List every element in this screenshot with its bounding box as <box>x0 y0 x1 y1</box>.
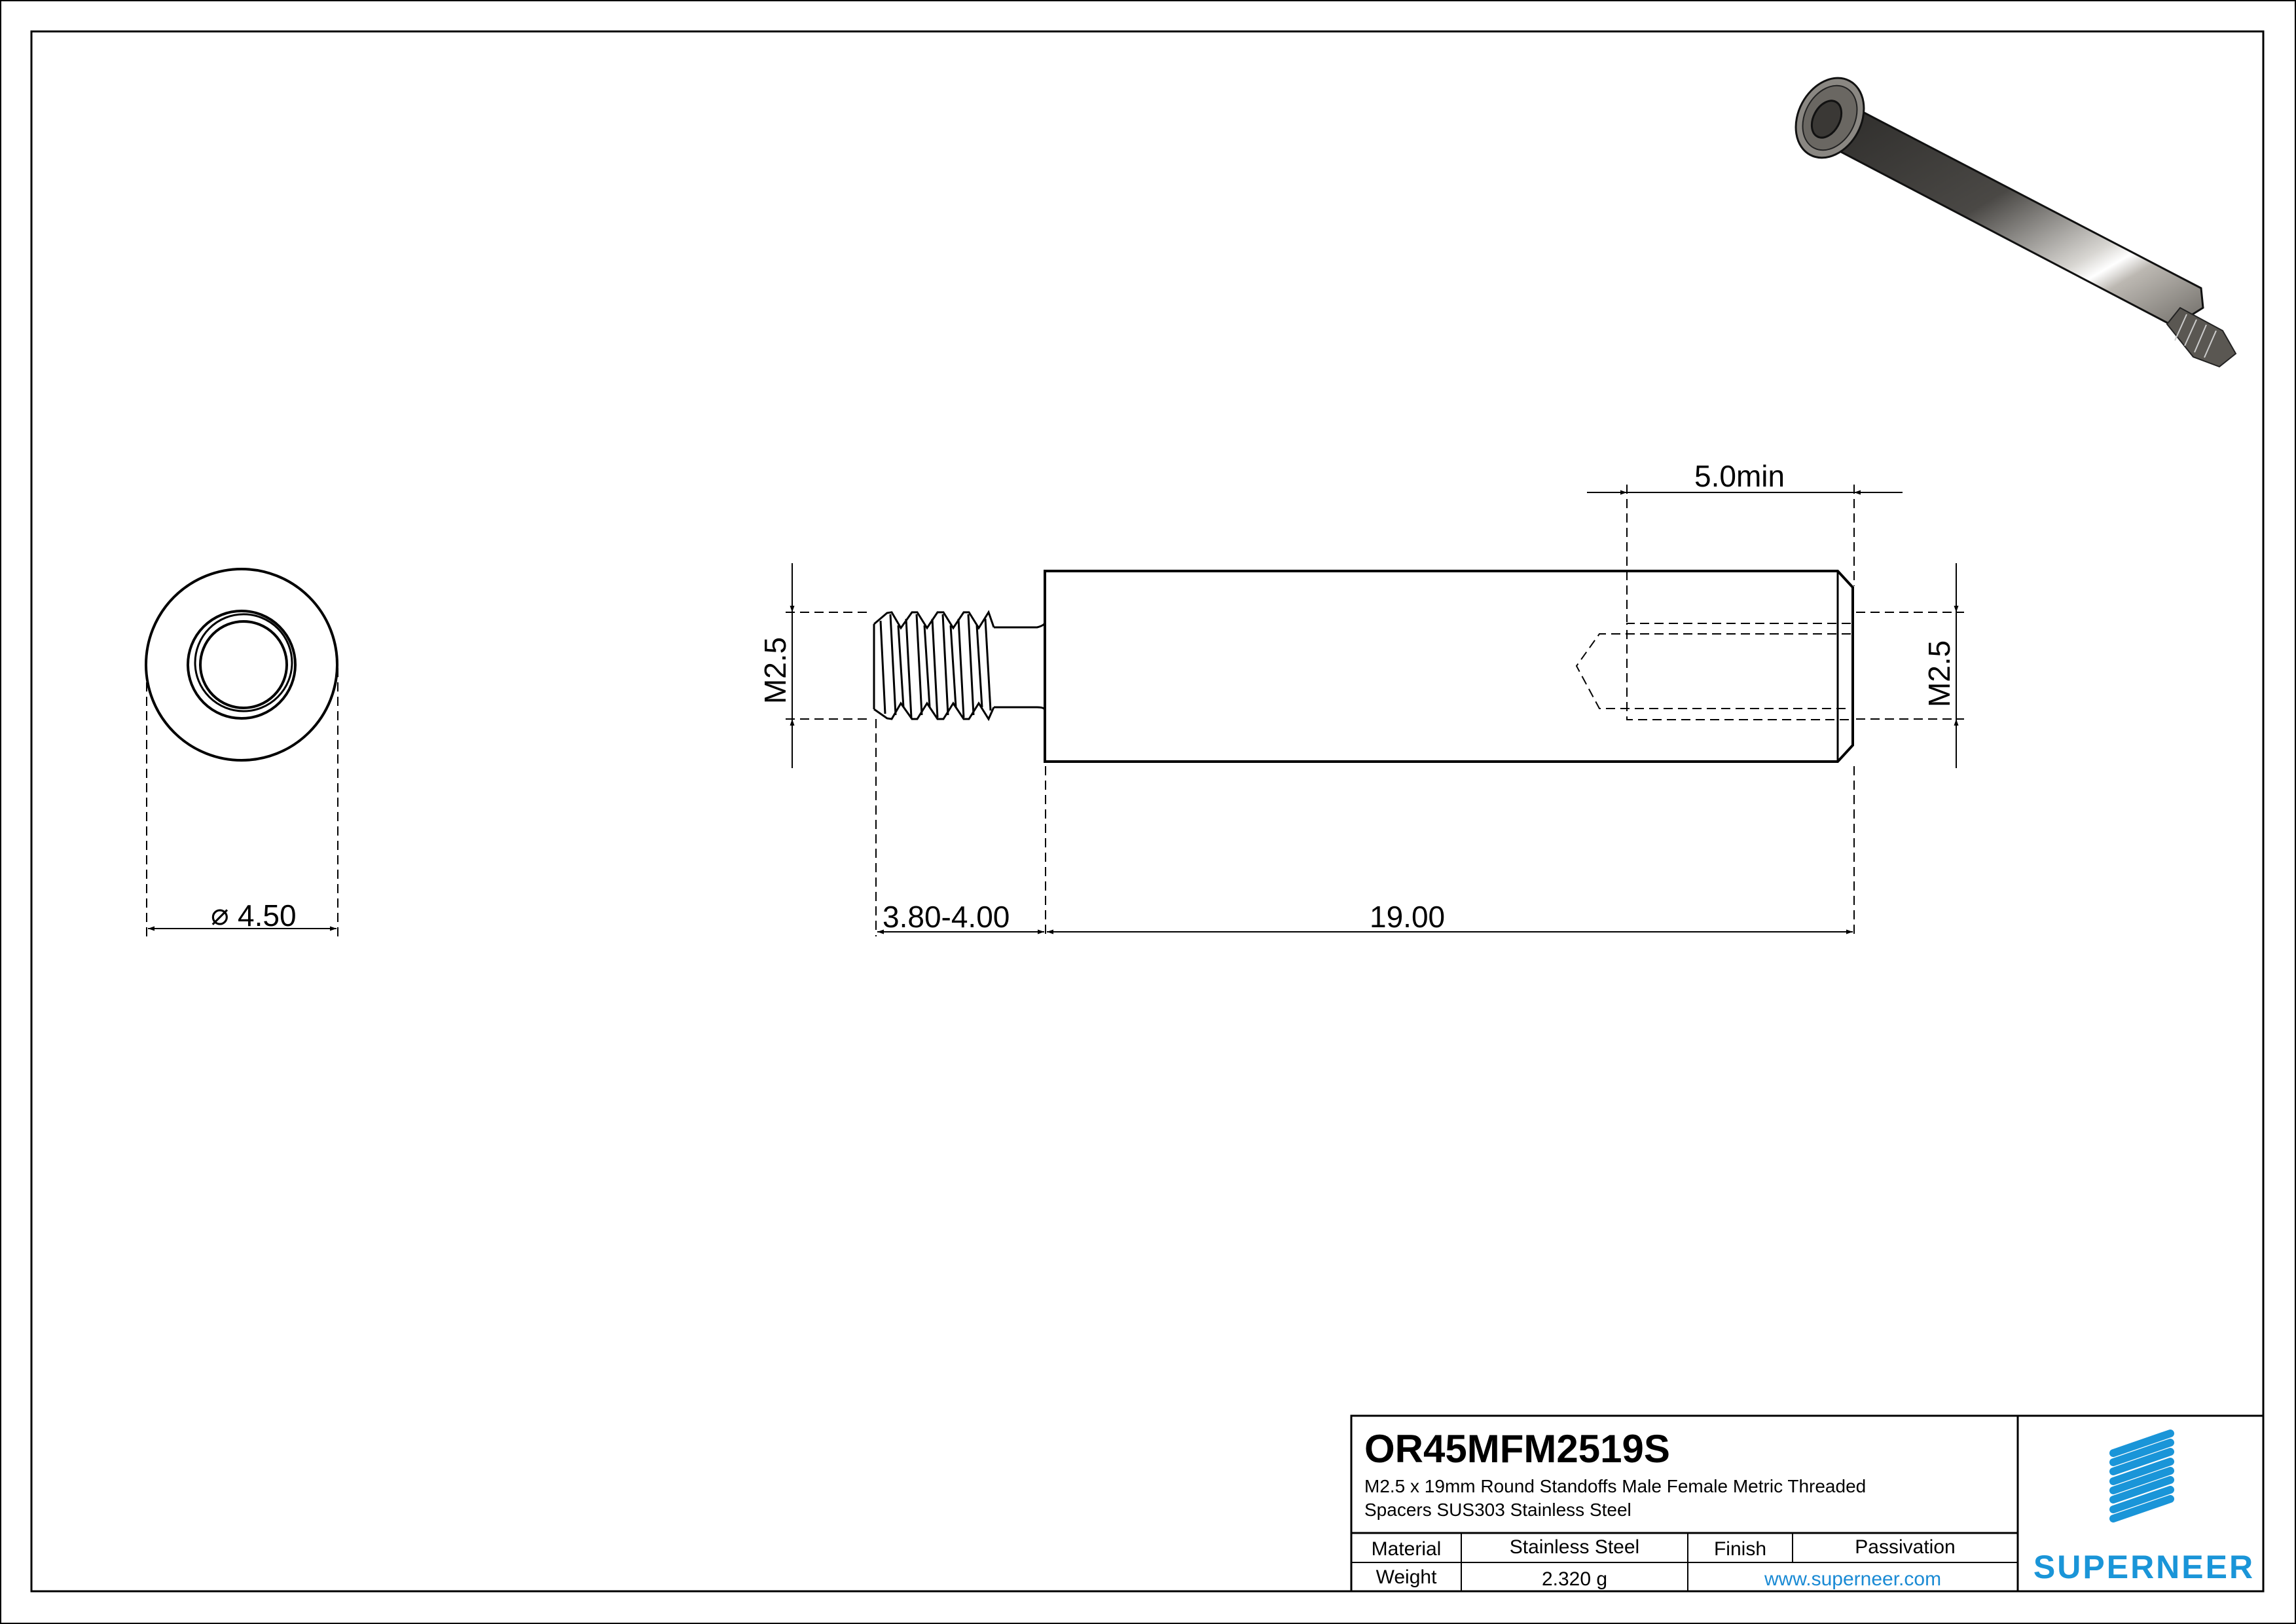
title-block <box>1350 1414 2265 1593</box>
thread-length-dimension: 3.80-4.00 <box>883 900 1010 934</box>
brand-name: SUPERNEER <box>2033 1549 2255 1585</box>
superneer-logo-icon <box>2109 1430 2174 1522</box>
drawing-frame <box>30 30 2265 1593</box>
diameter-dimension: 4.50 <box>238 898 297 932</box>
thread-depth-dimension: 5.0min <box>1694 459 1785 493</box>
end-view <box>145 568 338 936</box>
part-description: M2.5 x 19mm Round Standoffs Male Female … <box>1364 1475 2006 1522</box>
side-view <box>786 485 1964 936</box>
iso-view-render <box>1795 77 2237 368</box>
weight-label: Weight <box>1376 1566 1437 1588</box>
material-value: Stainless Steel <box>1509 1536 1640 1558</box>
body-length-dimension: 19.00 <box>1370 900 1445 934</box>
description-line-1: M2.5 x 19mm Round Standoffs Male Female … <box>1364 1476 1867 1496</box>
male-thread-dimension: M2.5 <box>758 637 792 704</box>
diameter-symbol: ⌀ <box>211 897 229 931</box>
material-label: Material <box>1371 1538 1442 1560</box>
part-number: OR45MFM2519S <box>1364 1427 1670 1471</box>
weight-value: 2.320 g <box>1541 1568 1608 1590</box>
male-thread <box>873 610 995 722</box>
description-line-2: Spacers SUS303 Stainless Steel <box>1364 1500 1631 1520</box>
finish-value: Passivation <box>1855 1536 1956 1558</box>
website-link[interactable]: www.superneer.com <box>1764 1568 1942 1590</box>
finish-label: Finish <box>1713 1538 1767 1560</box>
female-thread-dimension: M2.5 <box>1922 640 1956 707</box>
